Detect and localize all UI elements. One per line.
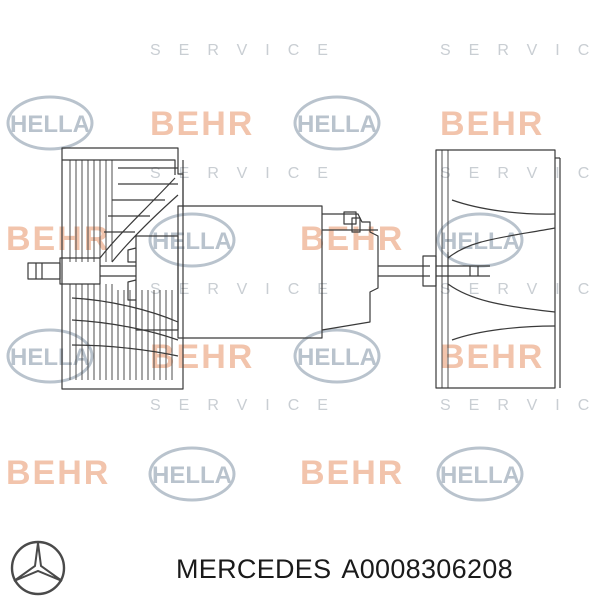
behr-watermark-logo: BEHR [150,105,254,143]
service-watermark-text: SERVICE [150,281,346,298]
behr-watermark-logo: BEHR [440,338,544,376]
behr-watermark-logo: BEHR [150,338,254,376]
svg-text:HELLA: HELLA [440,462,520,489]
behr-watermark-logo: BEHR [440,105,544,143]
hella-watermark-logo: HELLA [148,446,236,502]
behr-watermark-logo: BEHR [6,454,110,492]
svg-text:HELLA: HELLA [10,344,90,371]
service-watermark-text: SERVICE [440,281,600,298]
motor-body [127,205,379,339]
caption-row: MERCEDES A0008306208 [0,538,600,600]
watermark-layer: SERVICE SERVICE HELLA BEHR HELLA BEHR SERVICE S… [6,42,600,502]
svg-text:HELLA: HELLA [10,111,90,138]
service-watermark-text: SERVICE [150,397,346,414]
left-shaft [27,257,136,285]
svg-text:HELLA: HELLA [297,111,377,138]
service-watermark-text: SERVICE [150,165,346,182]
hella-watermark-logo: HELLA [436,446,524,502]
behr-watermark-logo: BEHR [300,220,404,258]
hella-watermark-logo: HELLA [293,328,381,384]
part-number: A0008306208 [341,554,513,584]
service-watermark-text: SERVICE [440,165,600,182]
service-watermark-text: SERVICE [440,42,600,59]
hella-watermark-logo: HELLA [148,212,236,268]
hella-watermark-logo: HELLA [293,95,381,151]
svg-text:HELLA: HELLA [152,462,232,489]
part-caption: MERCEDES A0008306208 [176,554,523,585]
service-watermark-text: SERVICE [150,42,346,59]
mercedes-star-icon [10,540,66,596]
hella-watermark-logo: HELLA [436,212,524,268]
blower-motor-drawing [27,147,561,390]
service-watermark-text: SERVICE [440,397,600,414]
svg-text:HELLA: HELLA [152,228,232,255]
left-fan-wheel [61,147,184,390]
brand-name: MERCEDES [176,554,332,584]
hella-watermark-logo: HELLA [6,95,94,151]
behr-watermark-logo: BEHR [6,220,110,258]
hella-watermark-logo: HELLA [6,328,94,384]
behr-watermark-logo: BEHR [300,454,404,492]
svg-text:HELLA: HELLA [297,344,377,371]
svg-text:HELLA: HELLA [440,228,520,255]
right-fan-wheel [435,149,561,389]
